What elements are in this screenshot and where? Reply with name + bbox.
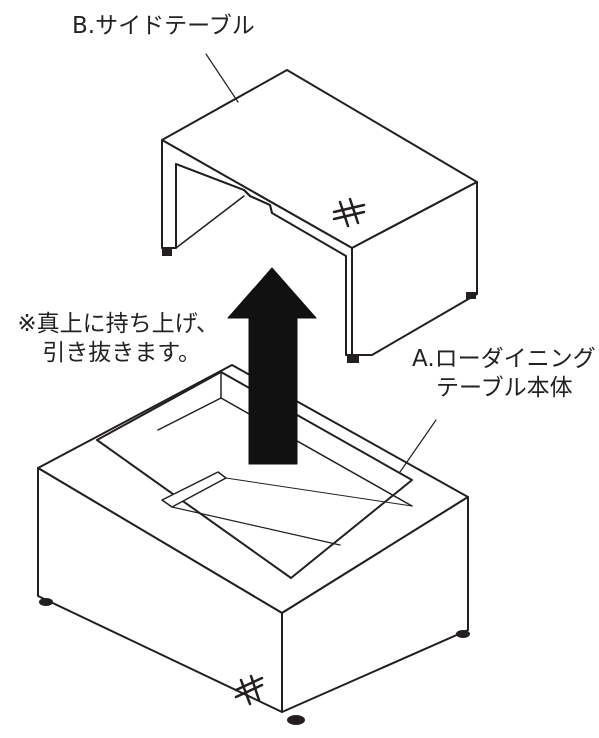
brand-logo-icon	[332, 197, 366, 228]
side-table-drawing	[161, 69, 478, 363]
table-body-opening	[96, 371, 413, 579]
brand-logo-icon-body	[234, 674, 264, 706]
table-body-right-face	[281, 496, 469, 713]
table-body-drawing	[37, 364, 470, 725]
lift-instruction-note: ※真上に持ち上げ、 引き抜きます。	[17, 310, 219, 368]
side-table-label: B.サイドテーブル	[72, 13, 255, 39]
table-body-leader-line	[399, 419, 437, 473]
lift-instruction-line-1: ※真上に持ち上げ、	[17, 311, 219, 337]
lift-instruction-line-2: 引き抜きます。	[42, 339, 201, 366]
table-body-label-line-1: A.ローダイニング	[412, 346, 596, 372]
table-body-label-line-2: テーブル本体	[436, 374, 573, 401]
lift-arrow-icon	[227, 267, 317, 465]
table-body-label: A.ローダイニング テーブル本体	[412, 345, 596, 403]
side-table-leader-line	[205, 53, 239, 103]
